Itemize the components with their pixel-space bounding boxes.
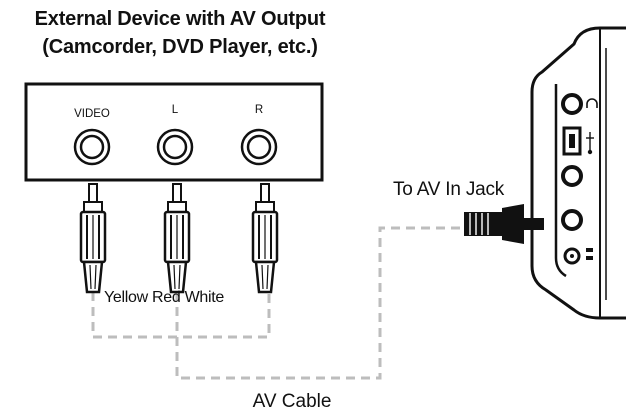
av-in-jack-label: To AV In Jack <box>393 179 505 200</box>
headphone-jack <box>561 93 583 115</box>
av-in-jack <box>561 209 583 231</box>
diagram-title-line-2: (Camcorder, DVD Player, etc.) <box>42 36 318 58</box>
plug-colors-label: Yellow Red White <box>104 289 224 306</box>
red-audio-plug <box>163 182 191 294</box>
portable-device <box>530 26 626 320</box>
left-audio-jack <box>156 128 194 166</box>
left-port-label: L <box>172 104 179 116</box>
usb-icon <box>586 132 594 155</box>
av-in-plug <box>464 204 544 244</box>
right-audio-jack <box>240 128 278 166</box>
right-port-label: R <box>255 104 263 116</box>
headphone-icon <box>586 98 598 108</box>
av-cable <box>91 226 466 380</box>
yellow-video-plug <box>79 182 107 294</box>
white-audio-plug <box>251 182 279 294</box>
av-cable-label: AV Cable <box>253 391 332 412</box>
video-jack <box>73 128 111 166</box>
diagram-title-line-1: External Device with AV Output <box>34 8 326 30</box>
video-port-label: VIDEO <box>74 108 110 120</box>
dc-in-jack <box>563 247 581 265</box>
external-device-panel: VIDEO L R <box>24 82 324 182</box>
dc-in-icon <box>586 248 593 260</box>
usb-port <box>562 126 582 156</box>
av-out-jack <box>561 165 583 187</box>
